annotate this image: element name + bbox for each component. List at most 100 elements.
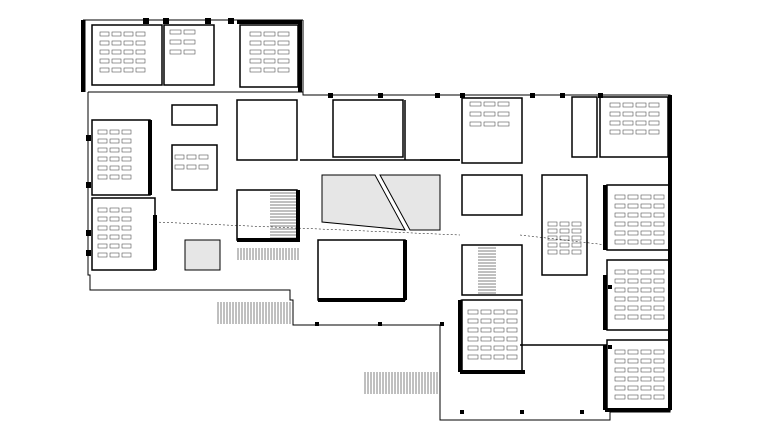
desk <box>249 49 262 55</box>
desk <box>653 239 665 245</box>
desk <box>547 242 558 248</box>
desk <box>97 243 108 249</box>
desk <box>640 287 652 293</box>
desk <box>627 203 639 209</box>
desk <box>249 31 262 37</box>
desk <box>111 31 122 37</box>
desk <box>121 234 132 240</box>
desk <box>653 230 665 236</box>
desk <box>123 31 134 37</box>
desk <box>198 164 209 170</box>
desk <box>653 194 665 200</box>
desk <box>614 278 626 284</box>
desk <box>493 309 505 315</box>
desk <box>506 327 518 333</box>
desk <box>277 58 290 64</box>
desk <box>97 129 108 135</box>
desk <box>121 147 132 153</box>
desk <box>111 58 122 64</box>
stairs <box>217 189 496 394</box>
desk <box>109 174 120 180</box>
desk <box>186 154 197 160</box>
desk <box>640 394 652 400</box>
desk <box>506 318 518 324</box>
desk <box>493 318 505 324</box>
desk <box>97 165 108 171</box>
desk <box>506 336 518 342</box>
desk <box>123 67 134 73</box>
desk <box>97 174 108 180</box>
desk <box>614 230 626 236</box>
desk <box>263 67 276 73</box>
desk <box>653 203 665 209</box>
desk <box>99 58 110 64</box>
desk <box>648 102 660 108</box>
desk <box>183 49 196 55</box>
desk <box>109 216 120 222</box>
desk <box>653 221 665 227</box>
desk <box>614 358 626 364</box>
desk <box>198 154 209 160</box>
desk <box>640 230 652 236</box>
desk <box>559 221 570 227</box>
dashed-lines <box>154 221 608 246</box>
desk <box>614 385 626 391</box>
desk <box>121 165 132 171</box>
desk <box>640 212 652 218</box>
desk <box>559 242 570 248</box>
desk <box>109 234 120 240</box>
desk <box>99 67 110 73</box>
desk <box>559 249 570 255</box>
desk <box>635 111 647 117</box>
desk <box>121 156 132 162</box>
desk <box>648 129 660 135</box>
desk <box>169 39 182 45</box>
desk <box>614 296 626 302</box>
desk <box>571 235 582 241</box>
desk <box>493 336 505 342</box>
desk <box>493 327 505 333</box>
desk <box>467 309 479 315</box>
desk <box>109 129 120 135</box>
desk <box>506 345 518 351</box>
desk <box>121 243 132 249</box>
desk <box>622 120 634 126</box>
desk <box>174 164 185 170</box>
desk <box>480 309 492 315</box>
desk <box>614 376 626 382</box>
desk <box>169 49 182 55</box>
furniture <box>97 29 665 400</box>
desk <box>653 394 665 400</box>
desk <box>640 376 652 382</box>
desk <box>627 194 639 200</box>
desk <box>480 354 492 360</box>
desk <box>614 305 626 311</box>
desk <box>497 111 510 117</box>
desk <box>622 102 634 108</box>
desk <box>648 111 660 117</box>
desk <box>614 212 626 218</box>
columns <box>86 18 612 414</box>
desk <box>627 358 639 364</box>
desk <box>109 147 120 153</box>
desk <box>622 111 634 117</box>
desk <box>547 249 558 255</box>
desk <box>97 147 108 153</box>
desk <box>640 296 652 302</box>
desk <box>467 318 479 324</box>
desk <box>111 40 122 46</box>
desk <box>640 358 652 364</box>
desk <box>571 249 582 255</box>
desk <box>277 49 290 55</box>
desk <box>547 235 558 241</box>
desk <box>97 216 108 222</box>
desk <box>653 278 665 284</box>
desk <box>99 31 110 37</box>
desk <box>277 67 290 73</box>
desk <box>627 287 639 293</box>
desk <box>614 239 626 245</box>
desk <box>609 120 621 126</box>
desk <box>493 345 505 351</box>
desk <box>648 120 660 126</box>
